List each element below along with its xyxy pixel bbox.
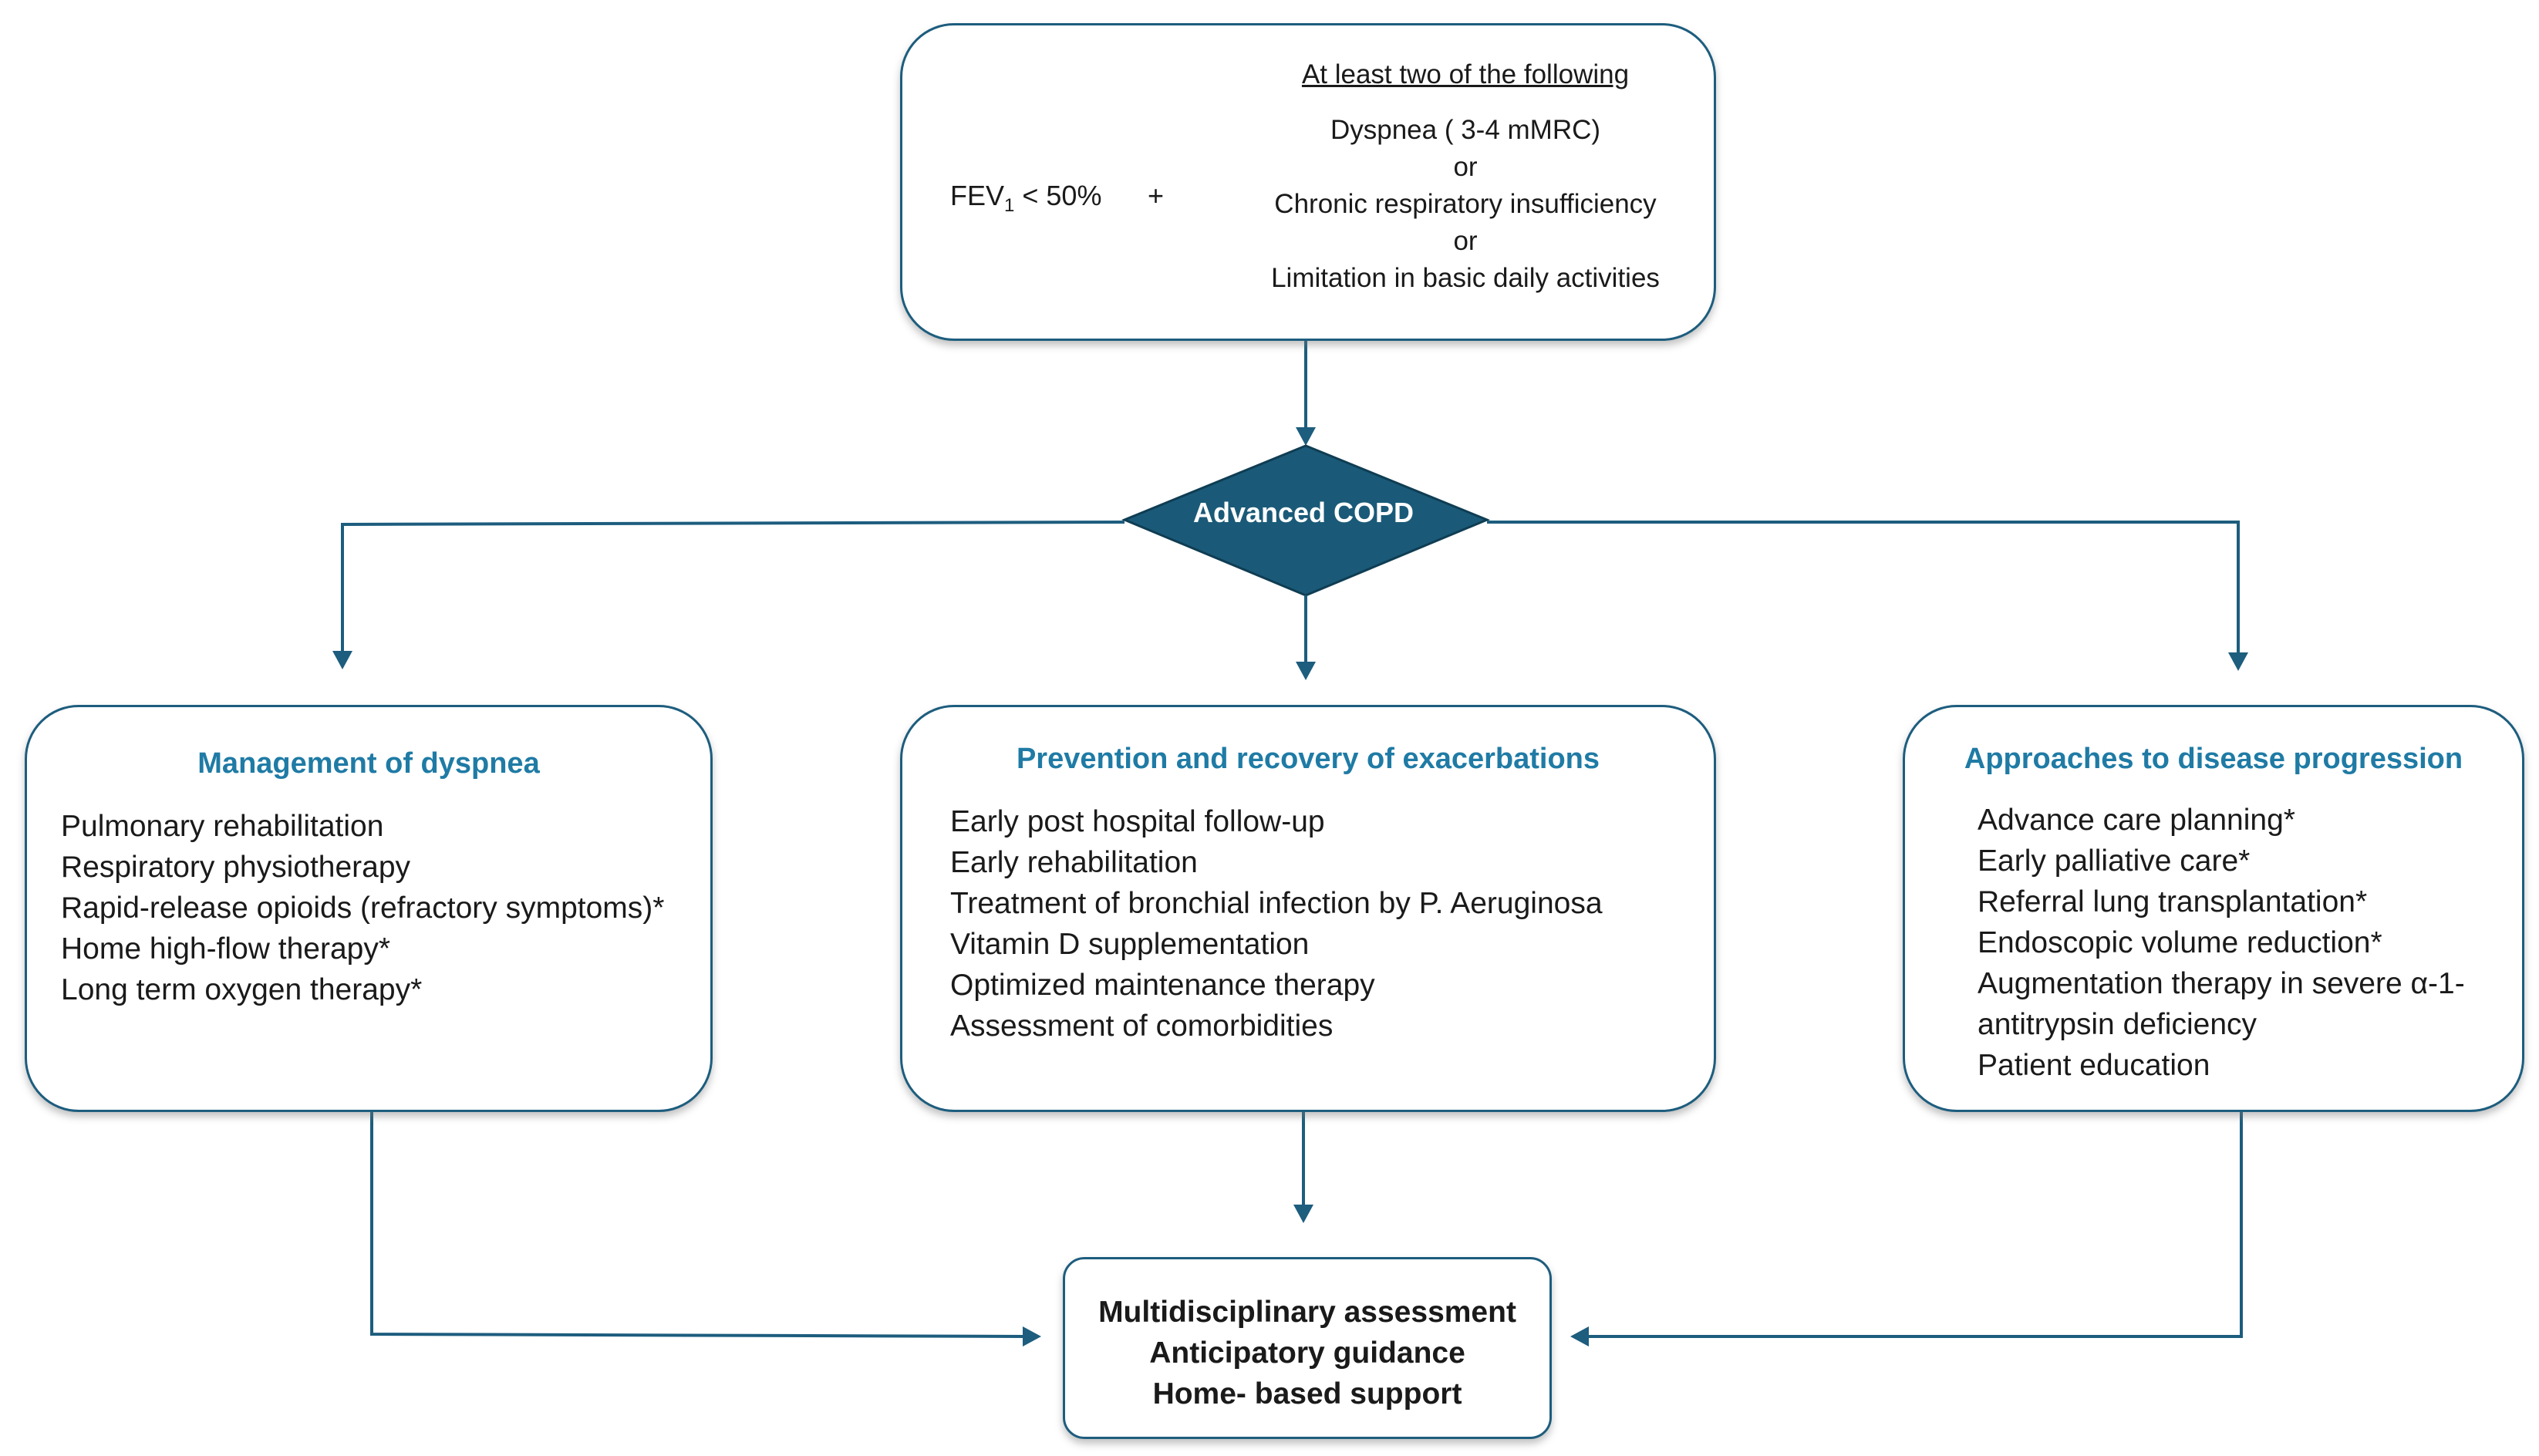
outcome-line: Multidisciplinary assessment: [1098, 1296, 1516, 1329]
list-item: Early post hospital follow-up: [950, 805, 1325, 838]
arrowhead-progression-to-outcome: [1570, 1326, 1589, 1346]
fev-threshold: FEV1 < 50%: [950, 180, 1101, 217]
criteria-connector: or: [1453, 226, 1478, 256]
list-item: Early palliative care*: [1978, 844, 2251, 878]
list-item: Pulmonary rehabilitation: [61, 810, 384, 843]
outcome-line: Home- based support: [1152, 1377, 1462, 1410]
arrow-decision-to-dyspnea: [341, 521, 1125, 652]
decision-label: Advanced COPD: [1192, 497, 1414, 528]
outcome-box: Multidisciplinary assessment Anticipator…: [1063, 1257, 1552, 1439]
list-item: Patient education: [1978, 1049, 2210, 1082]
criteria-connector: or: [1453, 152, 1478, 182]
arrowhead-decision-to-dyspnea: [332, 651, 352, 669]
arrowhead-exacerbations-to-outcome: [1293, 1205, 1313, 1223]
entry-criteria-box: FEV1 < 50% + At least two of the followi…: [900, 23, 1716, 341]
dyspnea-management-list: Pulmonary rehabilitation Respiratory phy…: [61, 806, 664, 1010]
list-item: Long term oxygen therapy*: [61, 973, 423, 1006]
list-item: Vitamin D supplementation: [950, 928, 1310, 961]
list-item: Respiratory physiotherapy: [61, 851, 411, 884]
dyspnea-management-box: Management of dyspnea Pulmonary rehabili…: [25, 705, 713, 1112]
arrow-dyspnea-to-outcome: [370, 1112, 1025, 1338]
arrowhead-criteria-to-decision: [1296, 427, 1316, 446]
exacerbations-title: Prevention and recovery of exacerbations: [1016, 743, 1600, 775]
arrowhead-decision-to-exacerbations: [1296, 662, 1316, 680]
list-item: Endoscopic volume reduction*: [1978, 926, 2382, 959]
criteria-header: At least two of the following: [1301, 59, 1630, 89]
fev-label: FEV: [950, 180, 1005, 211]
criteria-option: Chronic respiratory insufficiency: [1274, 189, 1657, 219]
list-item: Early rehabilitation: [950, 846, 1198, 879]
list-item: Advance care planning*: [1978, 804, 2295, 837]
dyspnea-management-title: Management of dyspnea: [197, 747, 540, 780]
arrow-decision-to-progression: [1487, 521, 2240, 654]
outcome-line: Anticipatory guidance: [1149, 1336, 1465, 1370]
list-item: Augmentation therapy in severe α-1-: [1978, 967, 2465, 1000]
criteria-option: Dyspnea ( 3-4 mMRC): [1330, 115, 1601, 145]
decision-diamond: [1121, 444, 1490, 597]
disease-progression-title: Approaches to disease progression: [1964, 743, 2463, 775]
outcome-lines: Multidisciplinary assessment Anticipator…: [1065, 1292, 1549, 1414]
list-item: Rapid-release opioids (refractory sympto…: [61, 891, 665, 925]
disease-progression-list: Advance care planning* Early palliative …: [1978, 800, 2465, 1086]
arrow-progression-to-outcome: [1587, 1112, 2243, 1338]
fev-threshold-value: < 50%: [1014, 180, 1102, 211]
criteria-options: At least two of the following Dyspnea ( …: [1195, 56, 1735, 297]
list-item: Referral lung transplantation*: [1978, 885, 2368, 918]
list-item: Optimized maintenance therapy: [950, 969, 1375, 1002]
disease-progression-box: Approaches to disease progression Advanc…: [1903, 705, 2524, 1112]
list-item: antitrypsin deficiency: [1978, 1008, 2257, 1041]
fev-subscript: 1: [1004, 195, 1015, 217]
arrowhead-dyspnea-to-outcome: [1023, 1326, 1041, 1346]
criteria-option: Limitation in basic daily activities: [1271, 263, 1660, 293]
plus-sign: +: [1148, 180, 1165, 211]
exacerbations-list: Early post hospital follow-up Early reha…: [950, 801, 1603, 1046]
list-item: Assessment of comorbidities: [950, 1009, 1334, 1043]
list-item: Treatment of bronchial infection by P. A…: [950, 887, 1603, 920]
arrowhead-decision-to-progression: [2228, 652, 2248, 671]
list-item: Home high-flow therapy*: [61, 932, 391, 966]
exacerbations-box: Prevention and recovery of exacerbations…: [900, 705, 1716, 1112]
